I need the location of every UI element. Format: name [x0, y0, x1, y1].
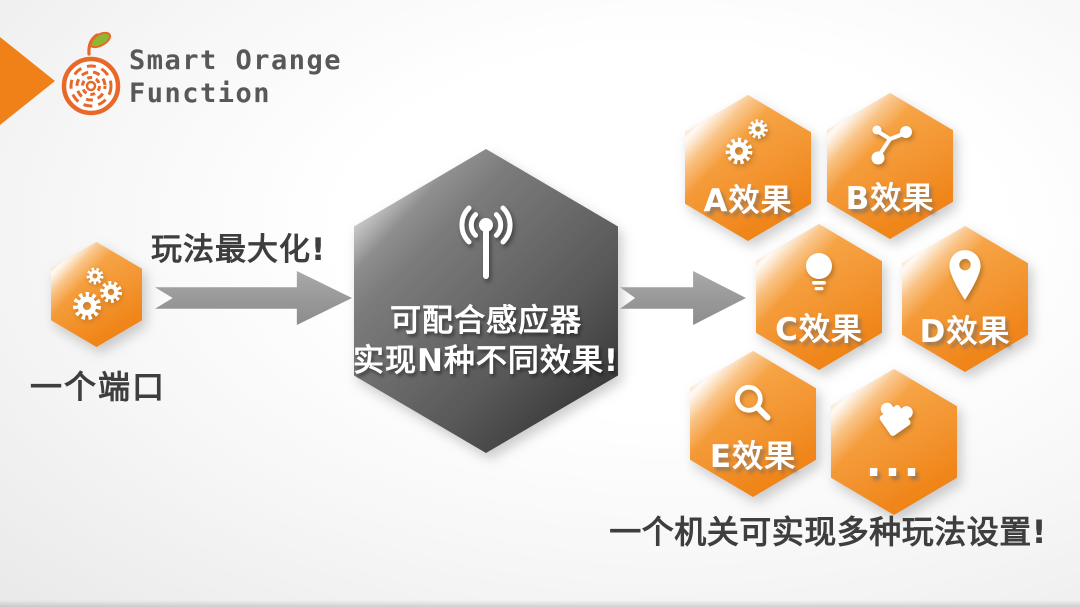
hub-line-1: 可配合感应器	[390, 303, 582, 339]
effect-label: ...	[865, 437, 923, 486]
effect-label: B效果	[845, 181, 935, 217]
source-label: 一个端口	[29, 368, 166, 406]
hub-hexagon: 可配合感应器 实现N种不同效果!	[352, 149, 620, 453]
hub-line-2: 实现N种不同效果!	[352, 343, 620, 379]
effect-label: D效果	[919, 314, 1011, 350]
antenna-signal-icon	[431, 205, 541, 295]
effect-hexagon-b: B效果	[827, 93, 953, 239]
effect-hexagon-c: C效果	[756, 224, 882, 370]
orange-maze-logo-icon	[58, 28, 124, 122]
effect-label: E效果	[709, 439, 797, 475]
brand-line-2: Function	[129, 78, 272, 109]
effect-hexagon-e: E效果	[690, 351, 816, 497]
flow-arrow-2	[620, 271, 746, 325]
effect-hexagon-a: A效果	[685, 95, 811, 241]
effect-label: C效果	[775, 312, 863, 348]
gears-icon	[65, 261, 129, 329]
gears-icon	[716, 113, 780, 171]
lightbulb-icon	[799, 242, 839, 300]
arrow-caption: 玩法最大化!	[151, 232, 327, 268]
search-icon	[730, 369, 776, 427]
footer-caption: 一个机关可实现多种玩法设置!	[609, 513, 1047, 551]
brand-title: Smart Orange Function	[129, 44, 342, 110]
flow-arrow-1	[155, 271, 352, 325]
location-pin-icon	[944, 244, 986, 302]
puzzle-icon	[867, 387, 921, 445]
source-hexagon	[51, 242, 142, 347]
brand-line-1: Smart Orange	[129, 45, 343, 76]
effect-hexagon-more: ...	[831, 369, 957, 515]
effect-hexagon-d: D效果	[902, 226, 1028, 372]
accent-triangle	[0, 37, 55, 125]
effect-label: A效果	[703, 183, 793, 219]
bottom-edge-shadow	[0, 600, 1080, 607]
share-nodes-icon	[861, 111, 919, 169]
